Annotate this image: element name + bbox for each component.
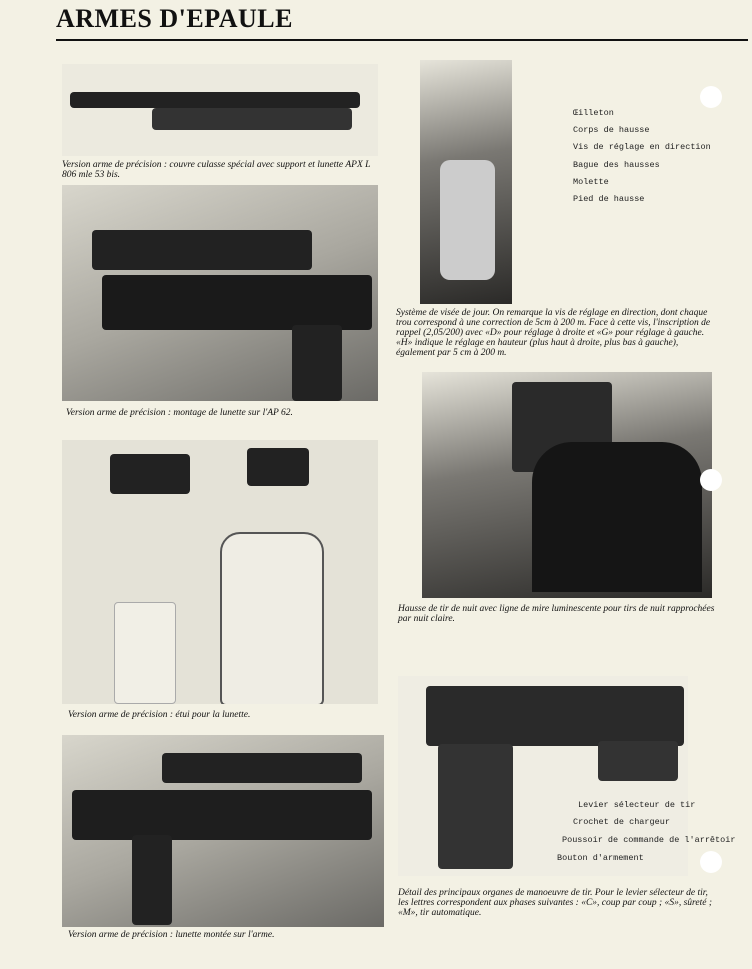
photo-controls — [398, 676, 688, 876]
photo-scope-case — [62, 440, 378, 704]
photo-day-sight — [420, 60, 512, 304]
title-rule — [56, 39, 748, 41]
binder-hole — [700, 851, 722, 873]
label-vis-reglage: Vis de réglage en direction — [573, 142, 711, 152]
label-oeilleton: Œilleton — [573, 108, 614, 118]
photo-scope-mounted — [62, 735, 384, 927]
label-poussoir: Poussoir de commande de l'arrêtoir — [562, 835, 736, 845]
label-corps-hausse: Corps de hausse — [573, 125, 650, 135]
label-levier: Levier sélecteur de tir — [578, 800, 696, 810]
caption-organes: Détail des principaux organes de manoeuv… — [398, 888, 712, 918]
page-title: ARMES D'EPAULE — [56, 4, 293, 33]
binder-hole — [700, 469, 722, 491]
caption-nuit: Hausse de tir de nuit avec ligne de mire… — [398, 604, 715, 624]
caption-visee: Système de visée de jour. On remarque la… — [396, 308, 711, 358]
caption-apx: Version arme de précision : couvre culas… — [62, 160, 371, 180]
caption-montee: Version arme de précision : lunette mont… — [68, 930, 275, 940]
caption-ap62: Version arme de précision : montage de l… — [66, 408, 293, 418]
label-molette: Molette — [573, 177, 609, 187]
label-bague: Bague des hausses — [573, 160, 660, 170]
binder-hole — [700, 86, 722, 108]
photo-cover-scope-mount — [62, 64, 378, 156]
label-pied: Pied de hausse — [573, 194, 645, 204]
caption-etui: Version arme de précision : étui pour la… — [68, 710, 251, 720]
label-crochet: Crochet de chargeur — [573, 817, 670, 827]
photo-ap62-scope — [62, 185, 378, 401]
photo-night-sight — [422, 372, 712, 598]
label-bouton: Bouton d'armement — [557, 853, 644, 863]
